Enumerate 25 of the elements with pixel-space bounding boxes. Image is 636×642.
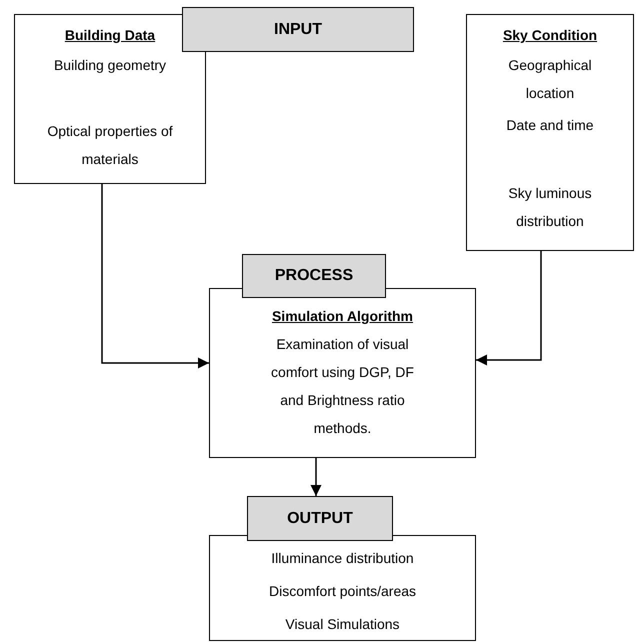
box-text: Building geometry (54, 56, 166, 75)
box-text: Discomfort points/areas (268, 582, 416, 601)
process-box (209, 288, 476, 458)
arrow (476, 251, 542, 366)
box-heading: Sky Condition (502, 26, 598, 45)
box-text: Examination of visual comfort using DGP, DF and Brightness ratio methods. (270, 335, 415, 438)
box-text: Geographical location (507, 56, 593, 103)
arrow (310, 458, 322, 496)
box-text: Sky luminous distribution (507, 184, 593, 231)
box-text: Date and time (506, 116, 594, 135)
box-heading: Simulation Algorithm (270, 307, 414, 326)
section-header (242, 254, 386, 298)
box-text: Visual Simulations (285, 615, 400, 634)
section-header (182, 7, 414, 52)
header-text: INPUT (274, 20, 322, 40)
box-heading: Building Data (64, 26, 156, 45)
box-text: Optical properties of materials (46, 122, 174, 169)
process-box (466, 14, 634, 251)
arrow (101, 184, 209, 368)
box-text: Illuminance distribution (271, 549, 414, 568)
section-header (247, 496, 393, 541)
process-box (209, 535, 476, 641)
header-text: PROCESS (274, 266, 354, 286)
process-box (14, 14, 206, 184)
header-text: OUTPUT (287, 508, 353, 528)
